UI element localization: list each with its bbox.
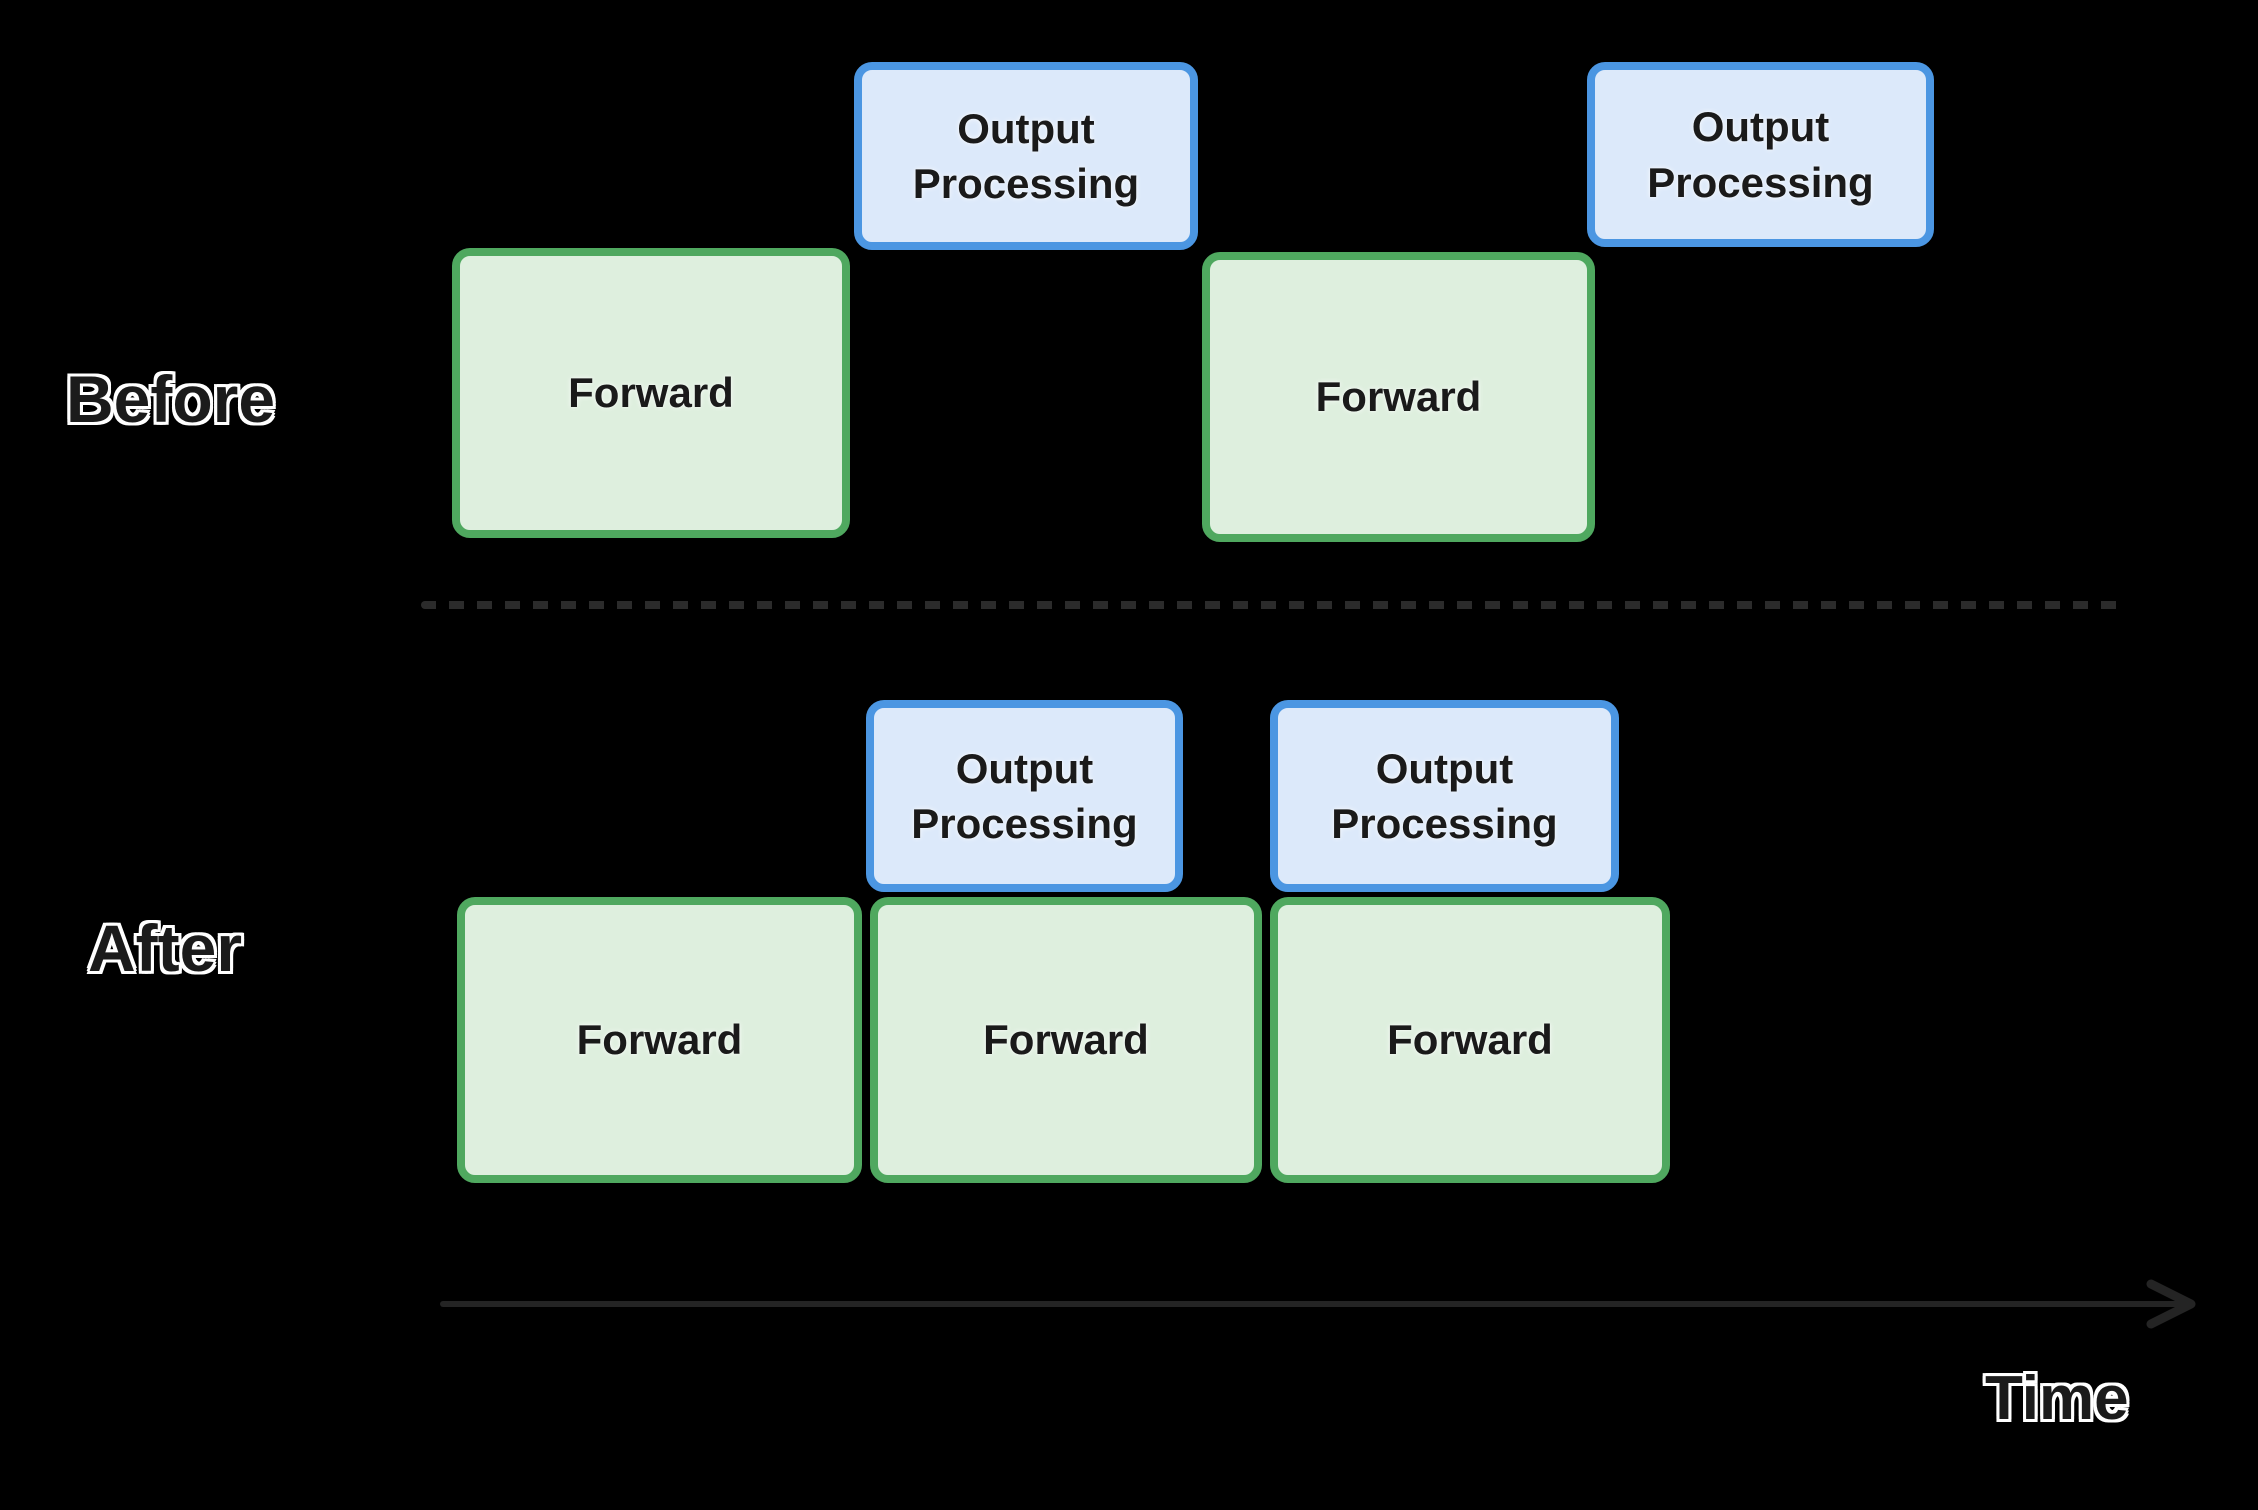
output-processing-block: Output Processing — [1270, 700, 1619, 892]
output-processing-block: Output Processing — [866, 700, 1183, 892]
output-processing-block: Output Processing — [854, 62, 1198, 250]
output-processing-block: Output Processing — [1587, 62, 1934, 247]
forward-block: Forward — [1202, 252, 1595, 542]
row-label-before: Before — [66, 362, 276, 436]
row-label-after: After — [88, 911, 243, 985]
time-axis-arrow-icon — [440, 1279, 2196, 1329]
forward-block: Forward — [870, 897, 1262, 1183]
forward-block: Forward — [1270, 897, 1670, 1183]
time-axis-label: Time — [1985, 1364, 2129, 1433]
forward-block: Forward — [452, 248, 850, 538]
forward-block: Forward — [457, 897, 862, 1183]
dashed-separator — [421, 601, 2122, 609]
